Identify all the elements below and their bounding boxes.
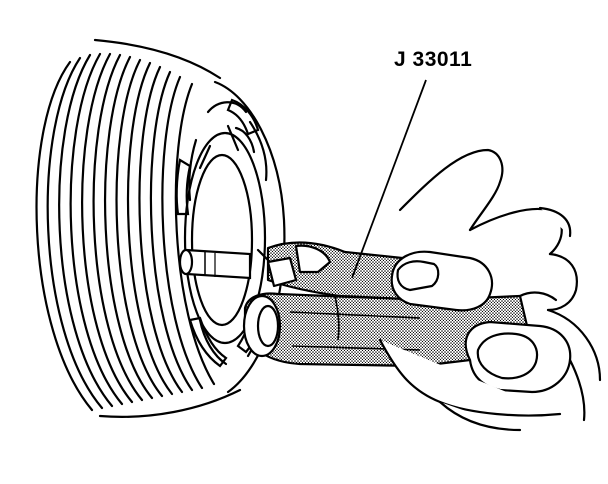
- tool-j33011: [242, 241, 530, 368]
- hand: [378, 148, 602, 432]
- callout-leader-line: [351, 79, 427, 279]
- compressor-shaft: [178, 248, 252, 280]
- pulley: [35, 38, 286, 418]
- tool-callout-label: J 33011: [394, 48, 473, 71]
